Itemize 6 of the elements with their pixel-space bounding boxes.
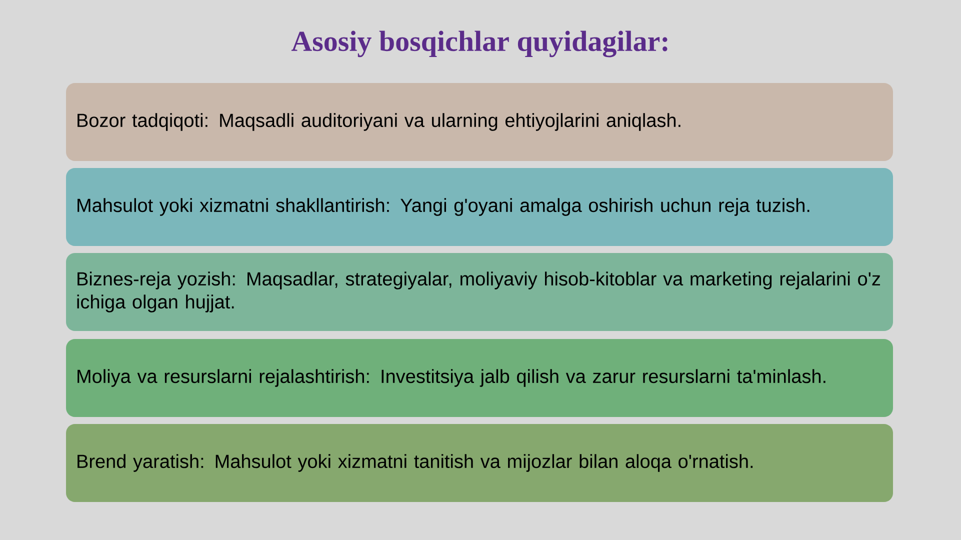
step-box: Bozor tadqiqoti: Maqsadli auditoriyani va ularning ehtiyojlarini aniqlash. (66, 83, 893, 161)
step-box: Brend yaratish: Mahsulot yoki xizmatni tanitish va mijozlar bilan aloqa o'rnatish. (66, 424, 893, 502)
step-box: Mahsulot yoki xizmatni shakllantirish: Yangi g'oyani amalga oshirish uchun reja tuzish. (66, 168, 893, 246)
step-box: Biznes-reja yozish: Maqsadlar, strategiyalar, moliyaviy hisob-kitoblar va marketing rejalarini o'z ichiga olgan hujjat. (66, 252, 893, 331)
step-box: Moliya va resurslarni rejalashtirish: Investitsiya jalb qilish va zarur resurslarni ta'minlash. (66, 338, 893, 417)
title: Asosiy bosqichlar quyidagilar: (291, 30, 668, 58)
